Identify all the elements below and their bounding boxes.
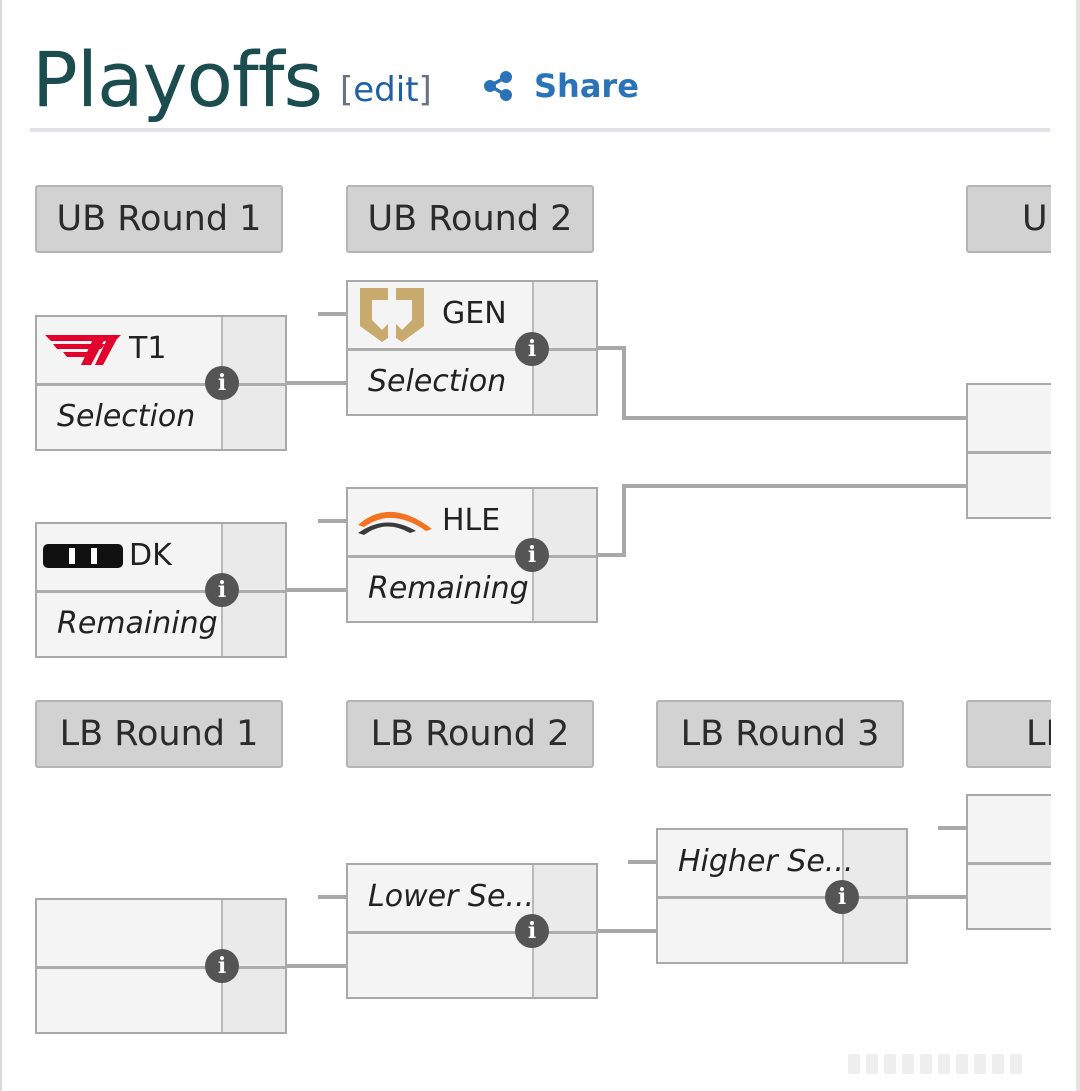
dk-logo-icon xyxy=(43,544,123,568)
team-slot-bottom: Selection xyxy=(37,385,223,449)
connector-stub-ub2m2 xyxy=(318,519,348,523)
round-header-ub3: U xyxy=(966,185,1051,253)
match-info-icon[interactable]: i xyxy=(205,949,239,983)
team-slot-bottom: Selection xyxy=(348,350,534,414)
connector-ub2m2-ub3 xyxy=(622,484,968,488)
header-divider xyxy=(30,128,1050,132)
match-ub1-1[interactable]: T1 Selection xyxy=(35,315,287,451)
edit-bracket-close: ] xyxy=(418,70,432,110)
connector-stub-lb4 xyxy=(938,826,968,830)
team-placeholder: Remaining xyxy=(368,571,529,606)
hle-logo-icon xyxy=(358,511,432,535)
connector-ub2m2-vertical xyxy=(622,486,626,557)
frame-border-right xyxy=(1076,0,1080,1091)
edit-bracket-open: [ xyxy=(340,70,354,110)
team-slot-top: T1 xyxy=(37,317,223,383)
connector-lb2-lb3 xyxy=(596,929,658,933)
match-ub2-1[interactable]: GEN Selection xyxy=(346,280,598,416)
match-lb2-1[interactable]: Lower Se... xyxy=(346,863,598,999)
round-header-ub2: UB Round 2 xyxy=(346,185,594,253)
team-slot-bottom: Remaining xyxy=(37,592,223,656)
match-divider xyxy=(348,931,596,934)
gen-logo-icon xyxy=(360,288,424,342)
team-name: T1 xyxy=(129,331,167,366)
connector-lb3-lb4 xyxy=(906,895,968,899)
share-button[interactable]: Share xyxy=(534,67,639,105)
connector-lb1-lb2 xyxy=(286,964,348,968)
connector-ub2m1-out xyxy=(596,346,626,350)
match-info-icon[interactable]: i xyxy=(825,880,859,914)
team-name: HLE xyxy=(442,503,501,538)
match-info-icon[interactable]: i xyxy=(515,538,549,572)
match-divider xyxy=(968,862,1051,865)
connector-ub2m1-ub3 xyxy=(622,416,968,420)
bracket-area: UB Round 1 UB Round 2 U LB Round 1 LB Ro… xyxy=(0,140,1051,1091)
match-divider xyxy=(37,590,285,593)
match-info-icon[interactable]: i xyxy=(515,332,549,366)
team-name: GEN xyxy=(442,296,507,331)
match-divider xyxy=(348,348,596,351)
match-divider xyxy=(348,555,596,558)
round-header-lb2: LB Round 2 xyxy=(346,700,594,768)
connector-ub1m2-ub2m2 xyxy=(286,588,348,592)
match-lb1-1[interactable] xyxy=(35,898,287,1034)
connector-ub1m1-ub2m1 xyxy=(286,381,348,385)
frame-border-left xyxy=(0,0,2,1091)
team-slot-bottom: Remaining xyxy=(348,557,534,621)
connector-stub-lb2 xyxy=(318,895,348,899)
match-divider xyxy=(37,966,285,969)
round-header-lb1: LB Round 1 xyxy=(35,700,283,768)
t1-logo-icon xyxy=(45,335,121,365)
share-icon[interactable] xyxy=(482,70,514,102)
match-ub3-1[interactable] xyxy=(966,383,1051,519)
match-info-icon[interactable]: i xyxy=(205,573,239,607)
connector-ub2m2-out xyxy=(596,553,626,557)
edit-link-wrapper: [edit] xyxy=(340,70,432,110)
connector-stub-ub2m1 xyxy=(318,312,348,316)
team-slot-top: Lower Se... xyxy=(348,865,534,931)
match-lb3-1[interactable]: Higher Se... xyxy=(656,828,908,964)
match-divider xyxy=(37,383,285,386)
team-name: DK xyxy=(129,538,172,573)
match-ub2-2[interactable]: HLE Remaining xyxy=(346,487,598,623)
match-ub1-2[interactable]: DK Remaining xyxy=(35,522,287,658)
team-slot-top: DK xyxy=(37,524,223,590)
round-header-lb3: LB Round 3 xyxy=(656,700,904,768)
team-placeholder: Lower Se... xyxy=(368,879,535,914)
watermark xyxy=(848,1054,1048,1078)
edit-link[interactable]: edit xyxy=(353,70,419,110)
match-lb4-1[interactable] xyxy=(966,794,1051,930)
match-divider xyxy=(658,896,906,899)
page-title: Playoffs xyxy=(32,35,323,124)
team-placeholder: Selection xyxy=(368,364,507,399)
team-slot-top: Higher Se... xyxy=(658,830,853,896)
team-slot-top: GEN xyxy=(348,282,534,348)
team-placeholder: Selection xyxy=(57,399,196,434)
match-divider xyxy=(968,451,1051,454)
match-info-icon[interactable]: i xyxy=(515,914,549,948)
connector-ub2m1-vertical xyxy=(622,346,626,420)
connector-stub-lb3 xyxy=(628,860,658,864)
match-info-icon[interactable]: i xyxy=(205,366,239,400)
team-placeholder: Higher Se... xyxy=(678,844,854,879)
team-placeholder: Remaining xyxy=(57,606,218,641)
round-header-ub1: UB Round 1 xyxy=(35,185,283,253)
round-header-lb4: LI xyxy=(966,700,1051,768)
team-slot-top: HLE xyxy=(348,489,534,555)
